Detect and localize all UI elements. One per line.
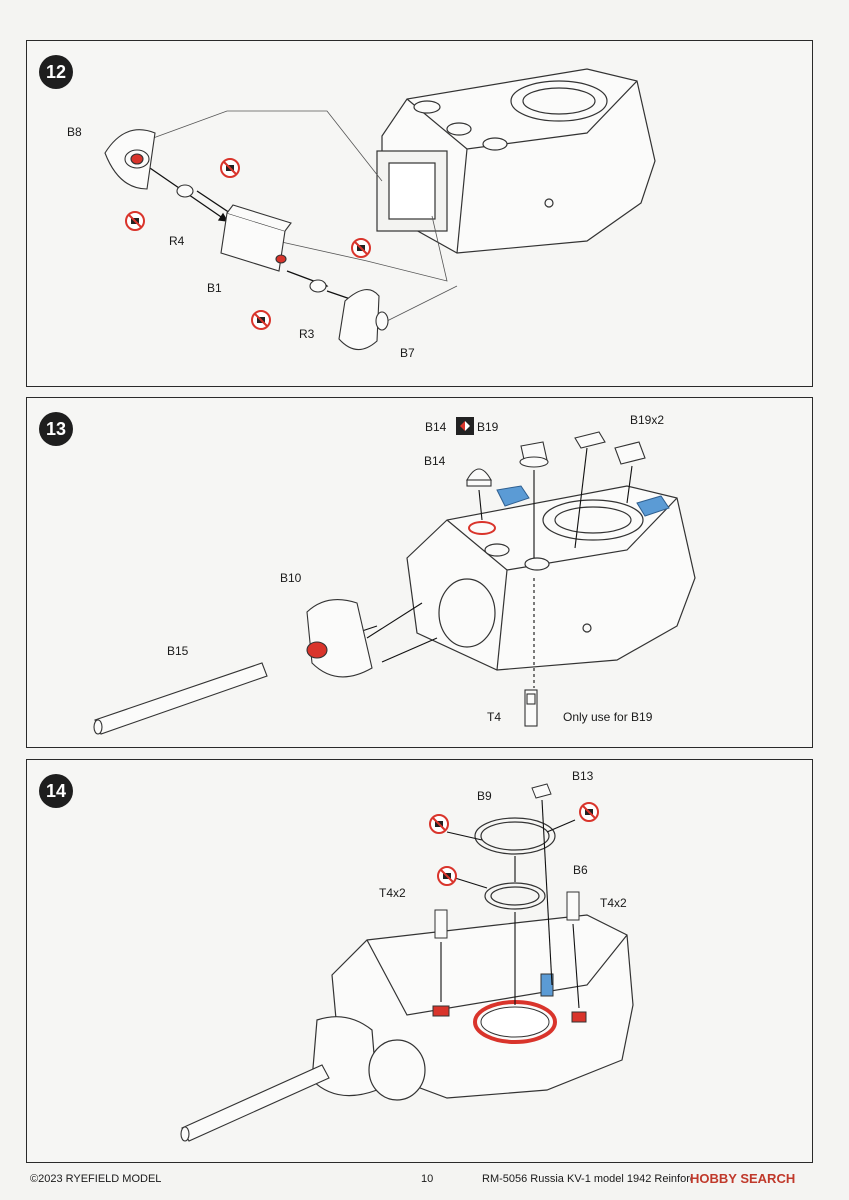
- t4-part: [524, 689, 538, 727]
- footer-page-number: 10: [421, 1173, 434, 1185]
- t4-parts: [434, 891, 580, 939]
- step-number-badge: 12: [39, 55, 73, 89]
- label-t4x2-right: T4x2: [600, 896, 627, 910]
- note-only-use-for-b19: Only use for B19: [563, 710, 653, 724]
- step-number-badge: 14: [39, 774, 73, 808]
- b8-part: [104, 129, 156, 190]
- footer-copyright: ©2023 RYEFIELD MODEL: [30, 1173, 162, 1185]
- b15-barrel: [93, 662, 268, 735]
- b14-part: [466, 468, 492, 487]
- b10-part: [306, 599, 373, 678]
- no-glue-icon: [251, 310, 271, 330]
- step-13-illustration: [93, 417, 696, 735]
- b19-part: [519, 441, 549, 468]
- no-glue-icon: [579, 802, 599, 822]
- no-glue-icon: [429, 814, 449, 834]
- no-glue-icons: [429, 802, 599, 886]
- b19x2-parts: [574, 431, 646, 465]
- label-b14: B14: [424, 454, 446, 468]
- label-r4: R4: [169, 234, 185, 248]
- label-b10: B10: [280, 571, 302, 585]
- step-12-illustration: [104, 68, 656, 351]
- label-b14-top: B14: [425, 420, 447, 434]
- footer-title: RM-5056 Russia KV-1 model 1942 Reinforce…: [482, 1173, 692, 1185]
- barrel: [180, 1064, 330, 1142]
- turret-drawing: [406, 485, 696, 671]
- no-glue-icons: [125, 158, 371, 330]
- r3-part: [309, 279, 327, 293]
- turret-shell: [311, 914, 634, 1101]
- watermark-logo: HOBBY SEARCH: [690, 1171, 796, 1186]
- no-glue-icon: [220, 158, 240, 178]
- label-b15: B15: [167, 644, 189, 658]
- r4-part: [176, 184, 194, 198]
- no-glue-icon: [437, 866, 457, 886]
- step-number-badge: 13: [39, 412, 73, 446]
- assembly-arrows: [440, 799, 580, 1009]
- b13-part: [531, 783, 552, 799]
- step-14-panel: 14: [26, 759, 813, 1163]
- swap-or-icon: [456, 417, 474, 435]
- label-b9: B9: [477, 789, 492, 803]
- step-14-illustration: [180, 783, 634, 1142]
- label-b13: B13: [572, 769, 594, 783]
- label-b19: B19: [477, 420, 499, 434]
- no-glue-icon: [125, 211, 145, 231]
- assembly-lines: [144, 110, 458, 322]
- label-b19x2: B19x2: [630, 413, 665, 427]
- label-b6: B6: [573, 863, 588, 877]
- b1-part: [220, 204, 292, 272]
- b7-part: [338, 289, 389, 351]
- label-r3: R3: [299, 327, 315, 341]
- label-b7: B7: [400, 346, 415, 360]
- step-13-panel: 13: [26, 397, 813, 748]
- turret-drawing: [376, 68, 656, 254]
- rings: [474, 817, 556, 910]
- label-t4x2-left: T4x2: [379, 886, 406, 900]
- label-b8: B8: [67, 125, 82, 139]
- step-12-panel: 12: [26, 40, 813, 387]
- label-b1: B1: [207, 281, 222, 295]
- no-glue-icon: [351, 238, 371, 258]
- blue-parts: [496, 485, 670, 517]
- label-t4: T4: [487, 710, 502, 724]
- attach-points: [432, 973, 587, 1023]
